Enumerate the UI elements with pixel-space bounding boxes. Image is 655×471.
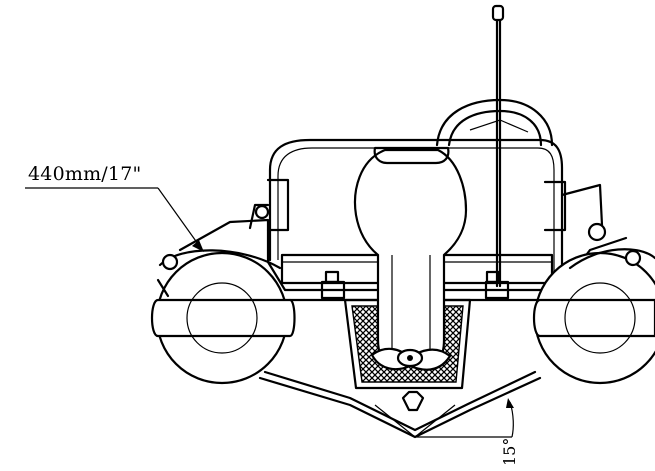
steering-wheel	[435, 98, 554, 147]
antenna-pole	[491, 4, 505, 288]
left-tube	[150, 249, 296, 385]
tube-dimension-leader	[25, 187, 204, 252]
outboard-motor	[353, 146, 468, 371]
tube-diameter-label: 440mm/17"	[28, 163, 142, 185]
deadrise-dimension	[415, 398, 514, 438]
deadrise-angle-label: 15°	[500, 437, 519, 466]
right-tube	[532, 248, 655, 385]
grab-bar	[560, 183, 607, 242]
